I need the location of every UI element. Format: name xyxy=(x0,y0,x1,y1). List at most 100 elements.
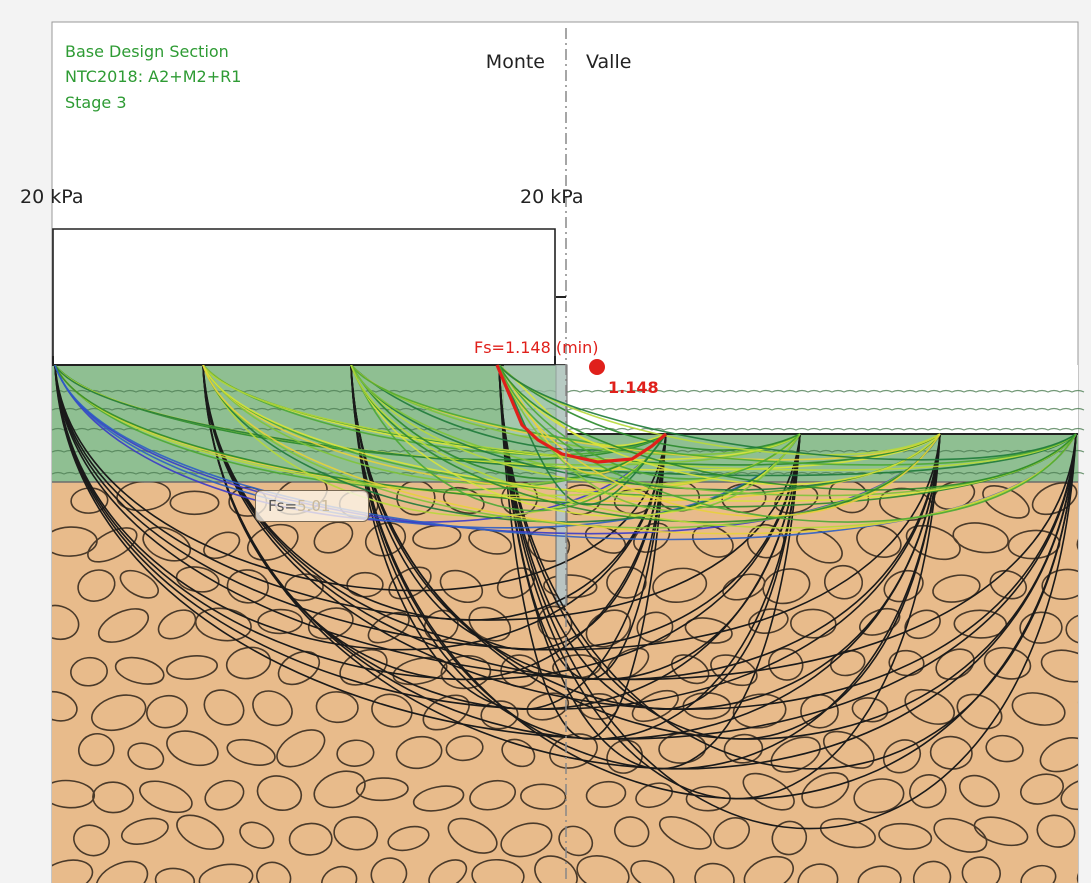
pebble xyxy=(92,781,135,814)
pebble xyxy=(973,816,1029,847)
pebble xyxy=(1076,530,1078,559)
pebble xyxy=(252,690,293,727)
pebble xyxy=(636,611,674,643)
pebble xyxy=(127,742,165,770)
pebble xyxy=(797,863,839,883)
pebble xyxy=(239,821,275,850)
pebble xyxy=(856,524,902,558)
pebble xyxy=(527,526,571,563)
pebble xyxy=(119,569,159,599)
pebble xyxy=(198,863,254,883)
pebble xyxy=(762,568,811,605)
pebble xyxy=(909,774,947,809)
pebble-hatching xyxy=(52,482,1078,883)
pebble xyxy=(315,691,359,724)
slip-circle xyxy=(54,365,801,681)
pebble xyxy=(52,779,96,809)
pebble xyxy=(1020,773,1064,805)
pebble xyxy=(985,734,1024,763)
pebble xyxy=(166,730,219,767)
pebble xyxy=(961,856,1001,883)
critical-center-marker[interactable] xyxy=(589,359,605,375)
pebble xyxy=(146,694,188,729)
slip-circle-colored xyxy=(498,365,801,512)
side-label-monte: Monte xyxy=(486,51,545,73)
pebble xyxy=(932,574,981,603)
pebble xyxy=(888,649,925,677)
pebble xyxy=(878,822,933,850)
pebble xyxy=(226,569,269,604)
slip-circle xyxy=(350,365,1077,800)
slip-circle xyxy=(498,365,801,770)
slip-circle-colored xyxy=(350,365,801,486)
slip-circle-colored xyxy=(350,365,1077,466)
slip-circle-colored xyxy=(350,365,1077,529)
pebble xyxy=(52,690,78,722)
pebble xyxy=(371,693,413,728)
pebble xyxy=(732,693,787,729)
slip-circle xyxy=(498,365,1077,770)
slip-circle xyxy=(498,365,667,740)
pebble xyxy=(387,825,430,852)
pebble xyxy=(743,855,794,883)
pebble xyxy=(742,772,795,811)
pebble xyxy=(392,656,448,686)
slip-circle xyxy=(498,365,941,740)
pebble xyxy=(585,780,627,808)
pebble xyxy=(543,574,598,599)
pebble xyxy=(395,735,443,770)
slip-circle xyxy=(350,365,667,710)
pebble xyxy=(983,646,1032,680)
slip-circle xyxy=(350,365,667,651)
pebble xyxy=(1060,777,1078,811)
pebble xyxy=(77,569,116,602)
pebble xyxy=(712,817,751,850)
pebble xyxy=(388,566,432,600)
pebble xyxy=(203,531,241,560)
pebble xyxy=(276,729,326,768)
pebble xyxy=(313,770,366,809)
slip-circles-black xyxy=(54,365,1077,830)
pebble xyxy=(613,816,650,848)
pebble xyxy=(442,486,485,515)
min-safety-value: 1.148 xyxy=(608,378,659,397)
slip-circle-colored xyxy=(350,365,941,523)
slip-circle-colored xyxy=(498,365,1077,491)
pebble xyxy=(157,609,197,640)
pebble xyxy=(321,865,358,883)
pebble xyxy=(77,732,115,767)
pebble xyxy=(952,522,1009,554)
slip-circle xyxy=(498,365,941,800)
critical-slip-surface xyxy=(495,364,668,464)
pebble xyxy=(439,569,484,604)
pebble xyxy=(904,688,955,725)
pebble xyxy=(819,817,876,849)
pebble xyxy=(790,608,837,639)
pebble xyxy=(204,779,245,811)
pebble xyxy=(956,693,1003,730)
pebble xyxy=(469,779,517,811)
load-label-left: 20 kPa xyxy=(20,186,83,208)
slip-circle-colored xyxy=(498,365,941,486)
slip-circle-colored xyxy=(498,365,1077,523)
slip-circle xyxy=(498,365,667,681)
pebble xyxy=(670,654,710,685)
pebble xyxy=(1041,568,1078,600)
pebble xyxy=(70,656,108,687)
pebble xyxy=(933,817,988,853)
pebble xyxy=(1036,814,1076,848)
pebble xyxy=(169,490,220,516)
pebble xyxy=(256,775,303,811)
pebble xyxy=(853,778,905,814)
pebble xyxy=(52,604,80,641)
slip-circle-colored xyxy=(350,365,667,512)
pebble xyxy=(549,733,598,769)
pebble xyxy=(500,822,553,858)
pebble xyxy=(635,782,673,809)
slip-circle xyxy=(498,365,801,710)
pebble xyxy=(154,867,196,883)
pebble xyxy=(1019,611,1063,644)
pebble xyxy=(139,780,193,814)
pebble xyxy=(771,820,808,856)
